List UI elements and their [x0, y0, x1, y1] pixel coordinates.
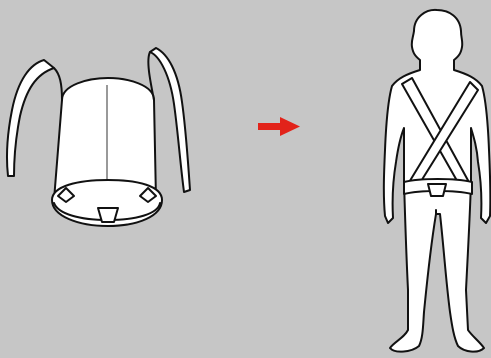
arrow-shaft	[258, 123, 282, 130]
belt-buckle	[428, 184, 446, 196]
front-buckle	[98, 208, 118, 222]
